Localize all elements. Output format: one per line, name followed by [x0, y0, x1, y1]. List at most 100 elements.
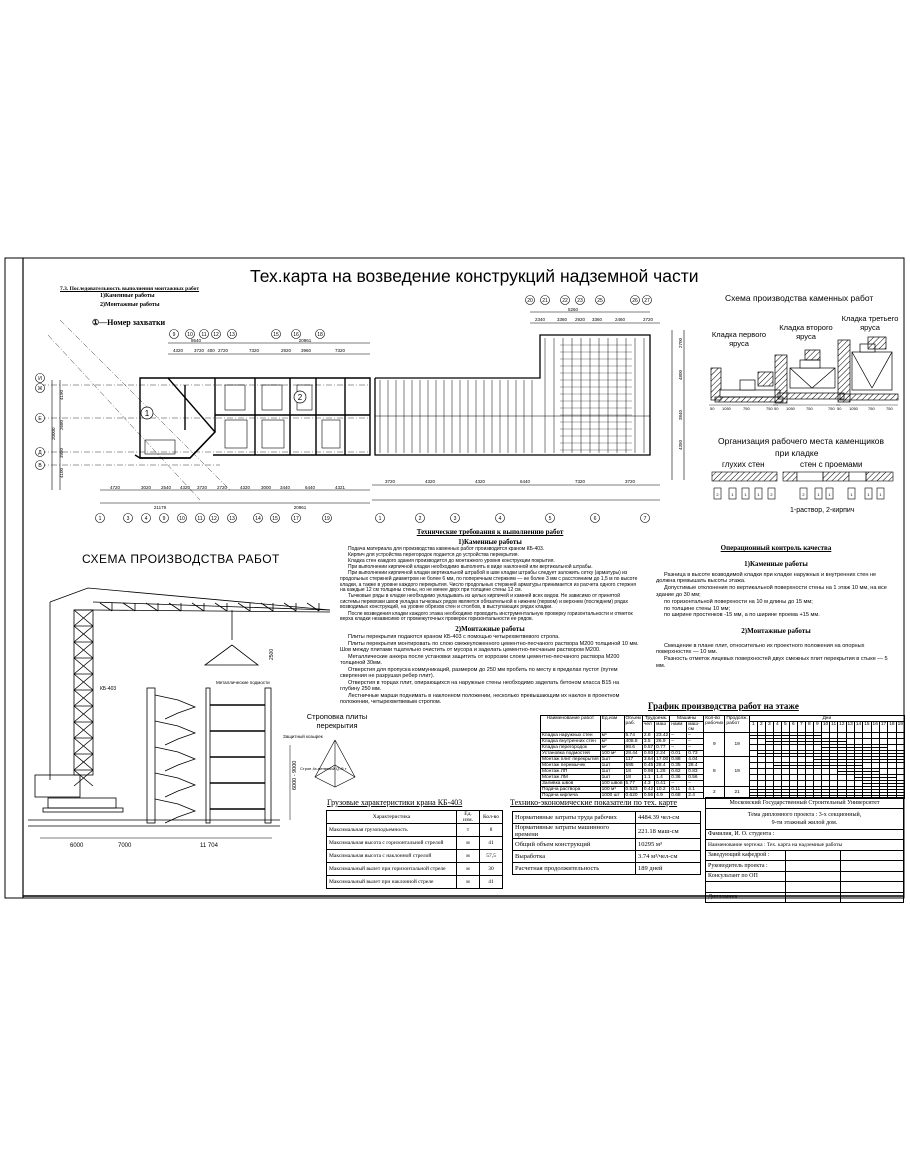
- gantt-bar: [797, 735, 805, 736]
- gantt-bar: [813, 795, 821, 796]
- plan-dim-bottom-total: 20961: [294, 505, 307, 510]
- gantt-bar: [789, 765, 797, 766]
- sch-h-labor: Трудоемк.: [641, 715, 671, 722]
- slab-axis-top-label: 27: [644, 298, 650, 304]
- paragraph: Подача материала для производства каменн…: [348, 546, 545, 552]
- sch-day-number: 3: [764, 721, 774, 733]
- gantt-bar: [805, 765, 813, 766]
- workplace-mark: 2: [770, 492, 773, 497]
- plan-dim-top: 2920: [281, 348, 292, 353]
- tower-brace: [73, 641, 94, 659]
- tower-brace: [73, 657, 94, 675]
- slab-dim-top: 2720: [643, 317, 654, 322]
- slab-axis-bottom-label: 7: [644, 516, 647, 522]
- tep-value: 10295 м³: [635, 838, 701, 851]
- crane-cell: 41: [479, 875, 503, 889]
- tep-indicator: Общий объем конструкций: [512, 838, 636, 851]
- gantt-bar: [789, 735, 797, 736]
- gantt-bar: [765, 741, 773, 742]
- zone-1-marker: [140, 406, 154, 420]
- gantt-bar: [813, 765, 821, 766]
- slab-axis-bottom-circle: [545, 513, 555, 523]
- paragraph: Допустимые отклонения по вертикальной по…: [656, 585, 887, 598]
- stair-flight: [154, 772, 197, 798]
- outer-border: [4, 257, 905, 899]
- gantt-bar: [773, 789, 781, 790]
- sch-labor-m: 23.42: [654, 732, 671, 739]
- plan-axis-top-label: 10: [187, 332, 193, 338]
- sch-h-duration: Продолж. работ: [724, 715, 750, 733]
- plan-dim-left-total: 20000: [51, 427, 56, 440]
- zone-2-label: 2: [298, 393, 303, 402]
- plan-legend-assembly: 2)Монтажные работы: [100, 302, 160, 308]
- slab-axis-top-label: 21: [542, 298, 548, 304]
- gantt-bar: [896, 753, 904, 754]
- plan-dim-bottom: 4320: [240, 485, 251, 490]
- tech-req-s2-text: Плиты перекрытия подаются краном КБ-403 …: [340, 634, 640, 706]
- sch-h-name: Наименование работ: [540, 715, 601, 733]
- sch-day-number: 5: [780, 721, 790, 733]
- visor-label: Защитный козырек: [283, 733, 323, 739]
- gantt-bar: [830, 789, 838, 790]
- gantt-bar: [765, 735, 773, 736]
- plan-axis-bottom-circle: [270, 513, 280, 523]
- plan-axis-bottom-circle: [322, 513, 332, 523]
- tep-indicator: Расчетная продолжительность: [512, 862, 636, 875]
- workplace-box: [864, 487, 873, 500]
- gantt-bar: [781, 789, 789, 790]
- tier-dim: 50: [774, 406, 779, 411]
- crane-cell: Максимальная высота с наклонной стрелой: [326, 849, 457, 863]
- jib-brace: [237, 602, 251, 612]
- gantt-bar: [854, 777, 863, 778]
- plan-axis-bottom-circle: [141, 513, 151, 523]
- blind-wall: [711, 471, 778, 482]
- gantt-bar: [863, 747, 871, 748]
- jib-brace: [99, 602, 113, 612]
- slab-axis-bottom-circle: [640, 513, 650, 523]
- crane-table-row: Максимальный вылет при горизонтальной ст…: [326, 862, 503, 876]
- plan-axis-top-label: 9: [173, 332, 176, 338]
- gantt-bar: [854, 753, 863, 754]
- tier-1-label: Кладка первого яруса: [711, 330, 767, 348]
- paragraph: Кирпич для устройства перегородок подает…: [348, 552, 519, 559]
- dim-building: 11 704: [200, 843, 219, 849]
- zone-number-legend: ①—Номер захватки: [92, 318, 166, 327]
- tier-dim: 750: [766, 406, 773, 411]
- gantt-bar: [863, 789, 871, 790]
- workplace-subtitle: при кладке: [775, 448, 819, 458]
- plan-axis-left-circle: [35, 413, 45, 423]
- gantt-bar: [871, 795, 879, 796]
- plan-dim-bottom: 2720: [217, 485, 228, 490]
- jib-brace: [145, 602, 159, 612]
- stair-flight: [154, 720, 197, 746]
- slab-axis-top-circle: [525, 295, 535, 305]
- gantt-bar: [846, 753, 854, 754]
- paragraph: по ширине простенков -15 мм, а по ширине…: [664, 612, 820, 619]
- plan-dim-bottom: 3720: [197, 485, 208, 490]
- workplace-mark: 1: [731, 492, 734, 497]
- gantt-bar: [789, 795, 797, 796]
- gantt-bar: [838, 789, 846, 790]
- qc-s2-title: 2)Монтажные работы: [741, 626, 811, 635]
- plan-dim-left: 2680: [59, 419, 64, 430]
- gantt-bar: [896, 795, 904, 796]
- workplace-mark: 1: [744, 492, 747, 497]
- plan-axis-bottom-label: 11: [197, 516, 202, 522]
- sch-h-mach-a: наим: [669, 721, 688, 733]
- tower-brace: [73, 769, 94, 787]
- plan-axis-bottom-label: 14: [255, 516, 261, 522]
- gantt-bar: [805, 789, 813, 790]
- wall-with-openings: [782, 471, 894, 482]
- workplace-mark: 1: [828, 492, 831, 497]
- slab-dimension-lines: [372, 311, 685, 501]
- plan-axis-lines: [40, 319, 370, 501]
- gantt-bar: [805, 795, 813, 796]
- gantt-bar: [854, 747, 863, 748]
- plan-axis-bottom-circle: [123, 513, 133, 523]
